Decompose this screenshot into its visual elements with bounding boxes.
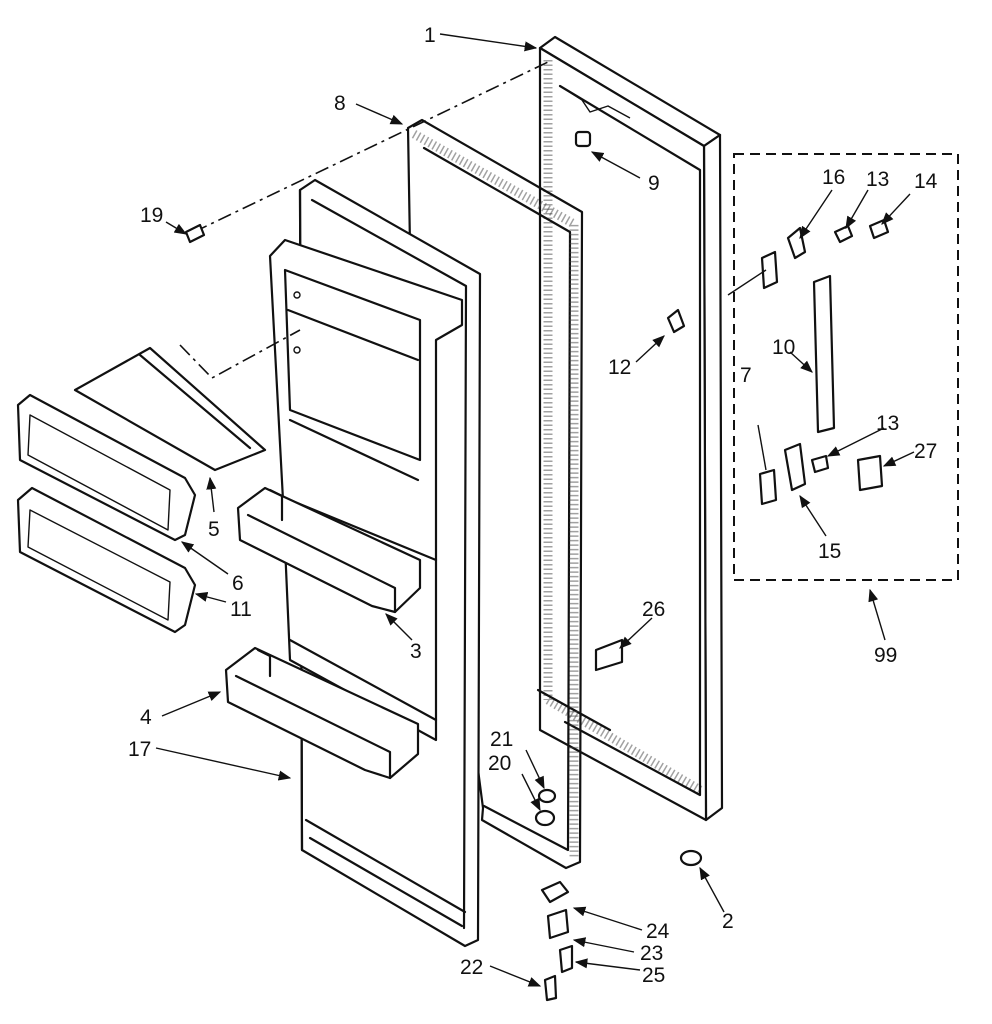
callout-26: 26 [642, 598, 665, 621]
hardware [184, 130, 703, 1002]
callout-2: 2 [722, 910, 734, 933]
callout-9: 9 [648, 172, 660, 195]
dairy-door-upper [16, 393, 197, 542]
callout-21: 21 [490, 728, 513, 751]
centerline-1 [193, 61, 549, 233]
callout-99: 99 [874, 644, 897, 667]
callout-16: 16 [822, 166, 845, 189]
callout-19: 19 [140, 204, 163, 227]
callout-24: 24 [646, 920, 670, 943]
handle-kit [727, 153, 959, 581]
callout-3: 3 [410, 640, 422, 663]
callout-13-bottom: 13 [876, 412, 899, 435]
dairy-door-lower [16, 486, 197, 634]
callout-11: 11 [230, 598, 252, 621]
callout-27: 27 [914, 440, 937, 463]
callout-25: 25 [642, 964, 665, 987]
callout-15: 15 [818, 540, 841, 563]
callout-12: 12 [608, 356, 631, 379]
callout-13-top: 13 [866, 168, 889, 191]
callout-labels: 1 8 9 19 16 13 14 12 10 7 13 27 5 15 6 1… [128, 24, 938, 987]
shelf-cover [73, 346, 267, 472]
callout-7: 7 [740, 364, 752, 387]
callout-1: 1 [424, 24, 436, 47]
callout-8: 8 [334, 92, 346, 115]
leader-lines [155, 33, 915, 987]
outer-door-panel [536, 35, 724, 822]
callout-23: 23 [640, 942, 663, 965]
callout-5: 5 [208, 518, 220, 541]
callout-6: 6 [232, 572, 244, 595]
centerline-2 [179, 329, 301, 379]
callout-20: 20 [488, 752, 511, 775]
door-shelf-lower [224, 646, 420, 780]
callout-10: 10 [772, 336, 795, 359]
callout-17: 17 [128, 738, 151, 761]
callout-4: 4 [140, 706, 152, 729]
door-shelf-upper [236, 486, 422, 614]
callout-14: 14 [914, 170, 938, 193]
callout-22: 22 [460, 956, 483, 979]
